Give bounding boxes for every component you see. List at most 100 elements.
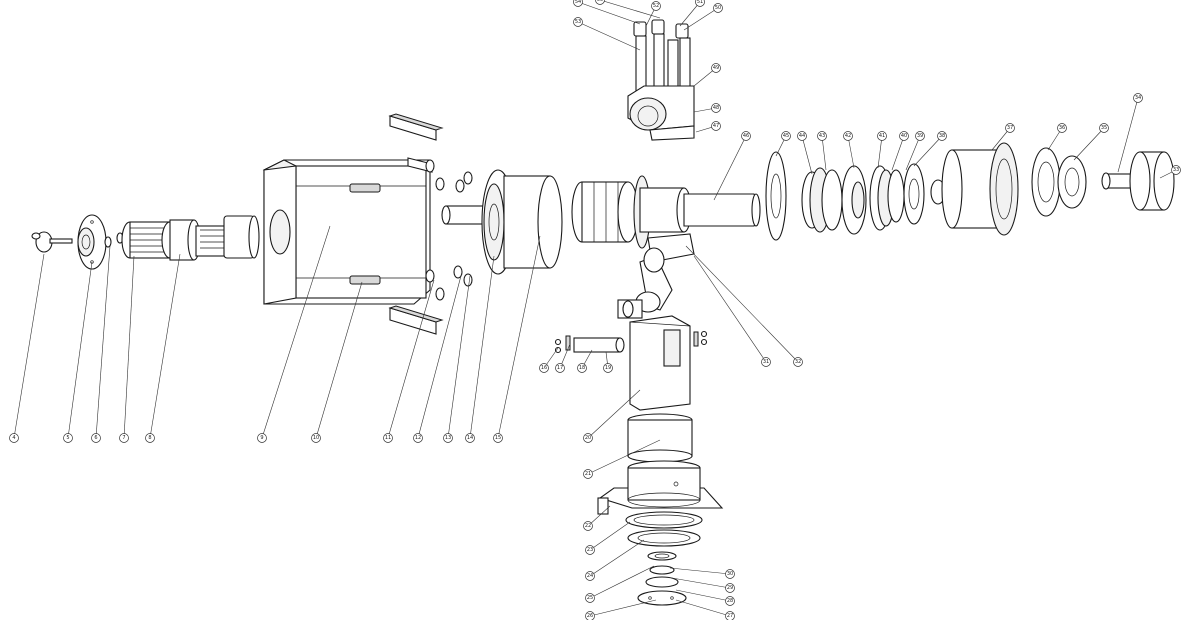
callout-label-8: 8 [148,435,151,441]
callout-label-24: 24 [587,573,593,579]
callout-bubble-38 [937,131,947,141]
callout-bubble-39 [915,131,925,141]
leader-line-10 [315,281,363,439]
leader-line-5 [67,261,93,439]
leader-line-12 [417,271,463,439]
leader-line-42 [847,135,855,169]
leader-line-55 [599,0,661,19]
callout-label-18: 18 [579,365,585,371]
callout-label-15: 15 [495,435,501,441]
small-nut-part [104,232,124,248]
callout-label-46: 46 [743,133,749,139]
callout-bubble-55 [595,0,605,5]
callout-label-26: 26 [587,613,593,619]
callout-label-45: 45 [783,133,789,139]
callout-label-40: 40 [901,133,907,139]
yoke-part [629,315,708,411]
leader-line-38 [913,135,943,167]
guide-bar-bottom [388,305,444,335]
leader-line-11 [387,279,435,439]
callout-bubble-15 [493,433,503,443]
callout-label-11: 11 [385,435,391,441]
callout-label-44: 44 [799,133,805,139]
callout-label-28: 28 [727,598,733,604]
leader-line-29 [671,577,731,589]
leader-line-27 [675,599,731,617]
leader-line-26 [589,599,657,617]
callout-bubble-7 [119,433,129,443]
leader-line-46 [713,135,747,201]
callout-bubble-37 [1005,123,1015,133]
leader-line-40 [891,135,905,171]
callout-bubble-8 [145,433,155,443]
callout-bubble-21 [583,469,593,479]
callout-label-36: 36 [1059,125,1065,131]
callout-bubble-46 [741,131,751,141]
callout-bubble-9 [257,433,267,443]
callout-bubble-48 [711,103,721,113]
callout-label-41: 41 [879,133,885,139]
leader-line-50 [683,7,719,31]
callout-label-50: 50 [715,5,721,11]
callout-bubble-53 [573,17,583,27]
callout-bubble-32 [793,357,803,367]
callout-label-17: 17 [557,365,563,371]
callout-label-42: 42 [845,133,851,139]
callout-label-32: 32 [795,359,801,365]
leader-line-31 [693,255,767,363]
callout-bubble-17 [555,363,565,373]
callout-label-12: 12 [415,435,421,441]
callout-bubble-47 [711,121,721,131]
leader-line-53 [577,21,641,51]
callout-bubble-34 [1133,93,1143,103]
outer-cylinder-part [941,142,1019,236]
callout-label-34: 34 [1135,95,1141,101]
callout-label-53: 53 [575,19,581,25]
callout-label-23: 23 [587,547,593,553]
sleeve-part [627,413,693,463]
callout-label-10: 10 [313,435,319,441]
main-housing-block [262,157,433,305]
callout-bubble-54 [573,0,583,7]
callout-label-6: 6 [94,435,97,441]
callout-label-27: 27 [727,613,733,619]
leader-line-9 [261,225,331,439]
callout-bubble-25 [585,593,595,603]
callout-bubble-43 [817,131,827,141]
leader-line-7 [123,255,135,439]
leader-line-4 [13,253,45,439]
clevis-part [617,299,643,319]
callout-label-5: 5 [66,435,69,441]
callout-label-48: 48 [713,105,719,111]
callout-label-9: 9 [260,435,263,441]
piston-rod-part [441,205,487,225]
leader-line-6 [95,245,111,439]
callout-label-35: 35 [1101,125,1107,131]
callout-bubble-5 [63,433,73,443]
pin-part [554,335,625,354]
callout-label-20: 20 [585,435,591,441]
callout-bubble-20 [583,433,593,443]
callout-bubble-19 [603,363,613,373]
callout-label-52: 52 [653,3,659,9]
callout-bubble-26 [585,611,595,620]
callout-bubble-16 [539,363,549,373]
leader-line-8 [149,253,181,439]
callout-label-29: 29 [727,585,733,591]
seal-ring-upper-part [625,511,703,529]
callout-bubble-18 [577,363,587,373]
leader-line-20 [587,389,641,439]
leader-line-54 [577,1,641,25]
leader-line-15 [497,235,541,439]
callout-bubble-33 [1171,165,1181,175]
callout-label-19: 19 [605,365,611,371]
callout-label-37: 37 [1007,125,1013,131]
callout-label-43: 43 [819,133,825,139]
callout-label-21: 21 [585,471,591,477]
callout-label-16: 16 [541,365,547,371]
callout-bubble-29 [725,583,735,593]
callout-bubble-6 [91,433,101,443]
leader-line-34 [1117,97,1139,173]
callout-bubble-14 [465,433,475,443]
